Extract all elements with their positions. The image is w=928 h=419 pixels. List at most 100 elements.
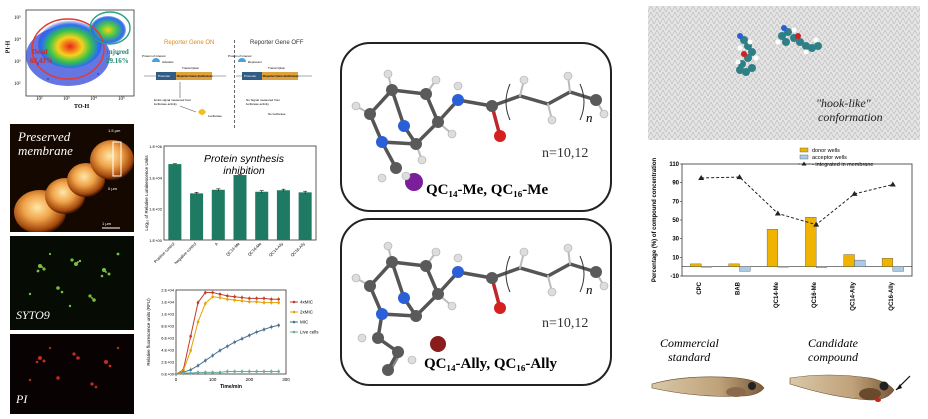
bottom-n-range: n=10,12 (542, 316, 589, 331)
bar (255, 191, 269, 240)
zebrafish-panel: Commercial standard Candidate compound (648, 334, 924, 414)
md-simulation-panel: "hook-like" conformation (648, 6, 920, 140)
x-tick-label: QC16-Me (247, 241, 263, 257)
y-tick-label: 1.E+04 (149, 175, 163, 180)
y-axis-label: Percentage (%) of compound concentration (652, 158, 658, 283)
donor-bar (881, 258, 894, 267)
donor-bar (805, 216, 817, 267)
acceptor-bar (815, 266, 828, 268)
legend-donor-label: donor wells (812, 148, 840, 154)
candidate-label-1: Candidate (808, 336, 858, 350)
acceptor-bar (892, 266, 904, 272)
y-tick-label: 2.E+04 (161, 288, 175, 293)
dead-percent: 63.43% (30, 57, 53, 65)
x-tick-label: 0 (175, 377, 178, 382)
bar (298, 192, 312, 240)
x-tick-label: A (214, 241, 220, 247)
x-tick-label: 300 (282, 377, 290, 382)
transcription-label-on: Transcription (182, 66, 200, 70)
x-tick-label: QC16-Ally (289, 241, 305, 257)
legend-membrane-label: - integrated in membrane (812, 162, 873, 168)
plot-frame (681, 163, 913, 277)
y-axis-label: Relative fluorescence units (RFU) (146, 298, 151, 366)
y-tick-label: 1.E+02 (149, 207, 163, 212)
activator-label: Activator (162, 60, 174, 64)
donor-bar (766, 229, 779, 267)
acceptor-bar (739, 266, 751, 272)
reporter-diagram (144, 58, 312, 115)
plot-frame (175, 289, 287, 375)
y-tick-3: 10³ (14, 60, 21, 65)
x-tick-label: BAB (736, 281, 742, 295)
x-tick-label: CPC (697, 281, 703, 294)
injured-percent: 29.16% (106, 57, 129, 65)
preserved-membrane-label: Preserved membrane (18, 130, 98, 158)
x-tick-3: 10⁴ (90, 97, 97, 102)
x-tick-label: QC14-Ally (851, 281, 857, 310)
bromide-ion (430, 336, 446, 352)
reporter-gene-label-off: Reporter Gene (luciferase) (263, 74, 299, 78)
y-axis-label: PI-H (5, 40, 12, 54)
preserved-membrane-text: Preserved membrane (18, 129, 73, 158)
y-tick-2: 10⁴ (14, 38, 21, 43)
y-tick-label: 8.E+03 (161, 324, 175, 329)
legend-label: Live cells (300, 330, 319, 335)
membrane-marker (851, 190, 858, 196)
no-luciferase-label: No luciferase (268, 112, 286, 116)
membrane-line (701, 176, 893, 226)
candidate-label-2: compound (808, 350, 858, 364)
transcription-label-off: Transcription (268, 66, 286, 70)
legend-acceptor-label: acceptor wells (812, 155, 847, 161)
schematic-divider (234, 40, 235, 128)
x-tick-label: QC16-Ally (889, 281, 895, 310)
donor-bar (690, 263, 702, 267)
conformation-caption: conformation (818, 110, 883, 124)
commercial-zebrafish (651, 376, 765, 397)
bottom-n-subscript: n (586, 282, 593, 297)
hook-molecule-2 (775, 25, 822, 55)
flow-cytometry-plot (25, 9, 135, 97)
y-tick-label: 50 (672, 218, 679, 224)
bar (276, 190, 290, 240)
y-tick-label: 10 (672, 255, 679, 261)
fluorescence-chart-svg: 2.E+041.E+041.E+038.E+036.E+034.E+032.E+… (146, 288, 319, 391)
top-n-subscript: n (586, 110, 593, 125)
top-molecule-label: QC₁₄-Me, QC₁₆-Me (426, 182, 549, 198)
injured-label: Injured (106, 48, 129, 56)
protein-of-interest-on: Protein of interest (142, 54, 166, 58)
y-tick-label: 110 (669, 162, 679, 168)
legend-label: MIC (300, 320, 309, 325)
molecule-top-structure (351, 69, 609, 191)
acceptor-bar (700, 266, 713, 268)
syto9-label: SYTO9 (16, 308, 50, 322)
repressor-label: Repressor (248, 60, 262, 64)
x-tick-label: Positive control (153, 241, 176, 264)
donor-bar (728, 263, 740, 267)
hook-like-caption: "hook-like" (816, 96, 871, 110)
x-tick-label: Negative control (173, 241, 197, 265)
legend-marker (292, 330, 296, 334)
x-tick-label: QC14-Me (225, 241, 241, 257)
y-tick-label: 4.E+03 (161, 348, 175, 353)
bar (211, 189, 225, 240)
chart-title-line1: Protein synthesis (204, 153, 285, 165)
y-tick-1: 10⁵ (14, 16, 21, 21)
y-tick-label: 70 (672, 199, 679, 205)
flow-cytometry-panel: PI-H TO-H Dead 63.43% Injured 29.16% 10²… (5, 4, 138, 112)
legend-label: 2xMIC (300, 310, 314, 315)
pi-fluorescence (28, 346, 120, 389)
legend-donor-swatch (799, 147, 809, 153)
y-tick-label: -10 (670, 274, 679, 280)
bar (168, 164, 182, 240)
bottom-molecule-label: QC₁₄-Ally, QC₁₆-Ally (424, 356, 557, 372)
y-tick-label: 1.E+03 (161, 312, 175, 317)
pi-label: PI (16, 392, 28, 406)
x-tick-1: 10² (36, 97, 43, 102)
height-scale-top: 1.5 μm (108, 128, 121, 133)
activator-shape (152, 58, 160, 62)
molecule-bottom-structure (351, 241, 609, 376)
donor-bar (843, 254, 855, 267)
